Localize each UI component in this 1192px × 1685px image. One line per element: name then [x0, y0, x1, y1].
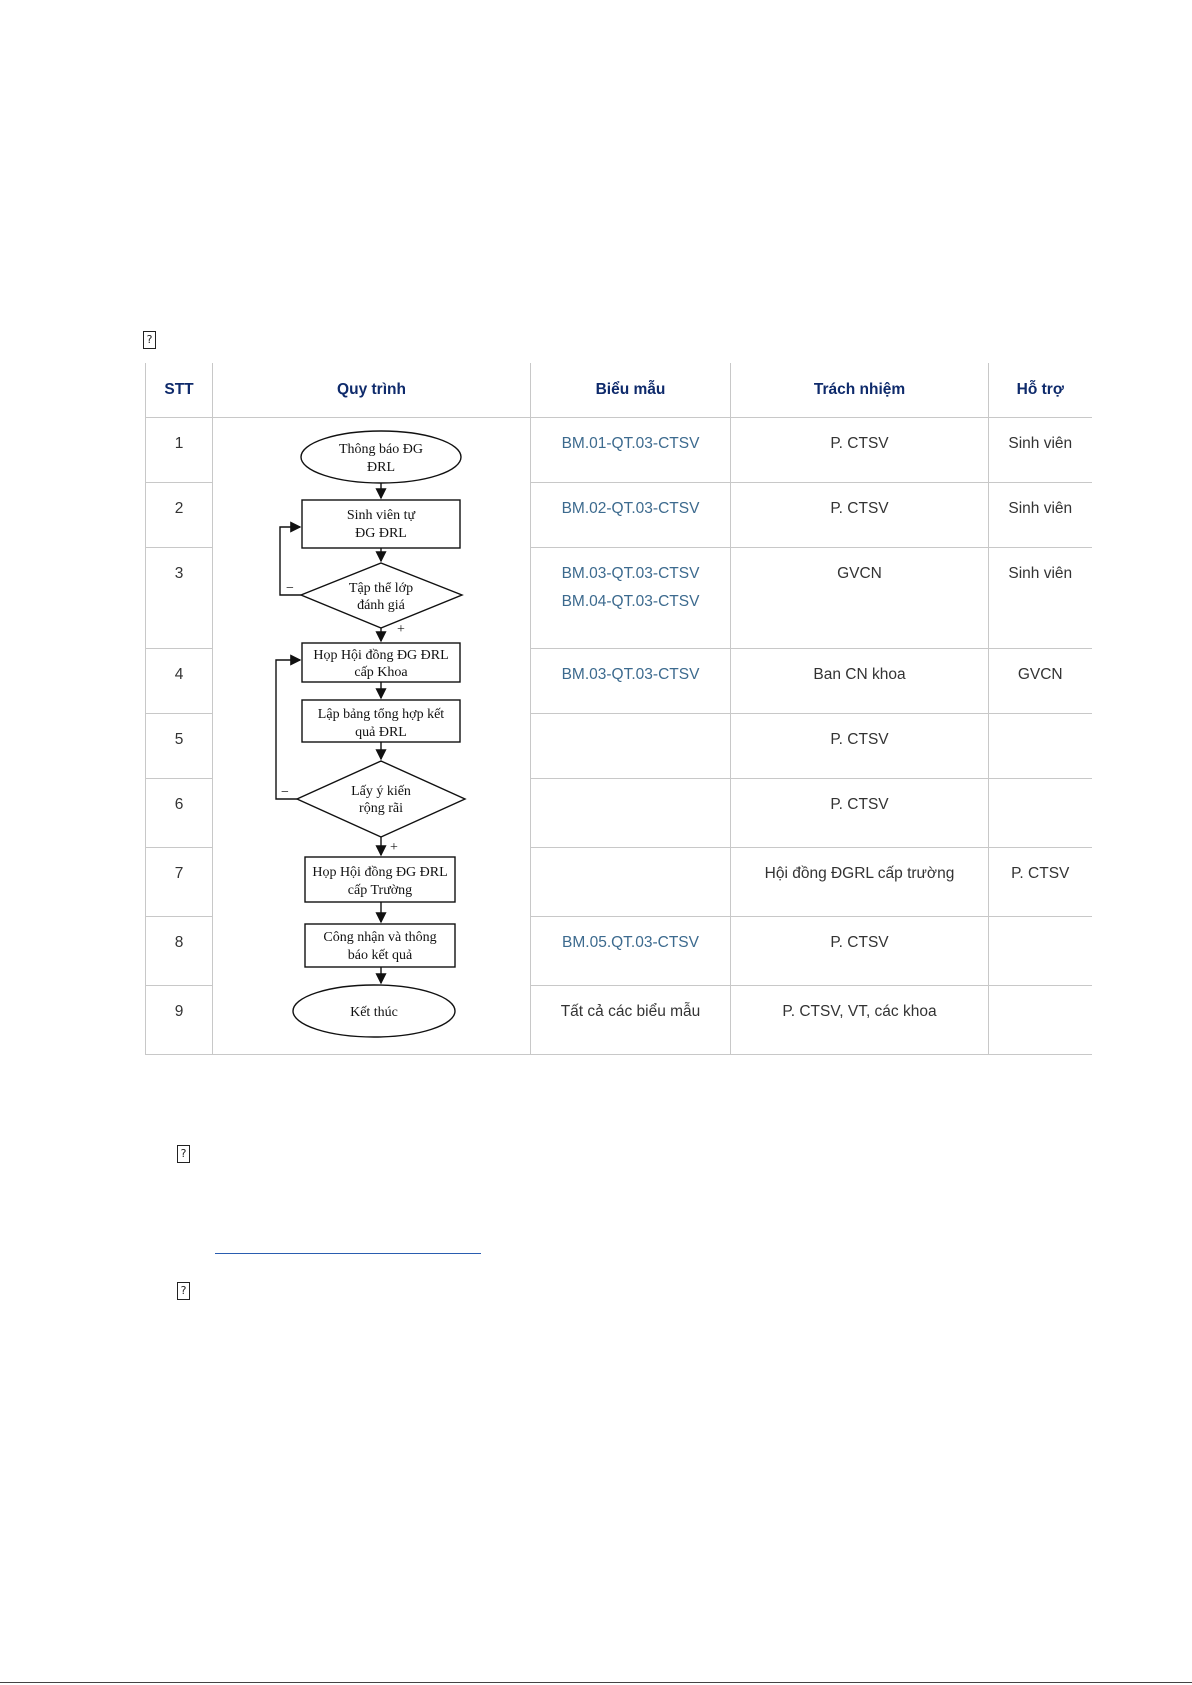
- start-node: [300, 430, 462, 484]
- cell-responsible: P. CTSV: [730, 713, 989, 779]
- cell-support: Sinh viên: [988, 417, 1092, 483]
- table-row: 4 BM.03-QT.03-CTSV Ban CN khoa GVCN: [145, 648, 1092, 714]
- cell-support: [988, 713, 1092, 779]
- cell-stt: 5: [145, 713, 213, 779]
- header-stt: STT: [145, 363, 213, 418]
- form-code: BM.04-QT.03-CTSV: [561, 593, 700, 610]
- svg-text:−: −: [281, 785, 289, 800]
- form-code: BM.01-QT.03-CTSV: [561, 435, 700, 452]
- missing-glyph-icon: ?: [143, 331, 156, 349]
- page-bottom-rule: [0, 1682, 1192, 1683]
- svg-text:quả ĐRL: quả ĐRL: [355, 725, 407, 740]
- flowchart-cell: Thông báo ĐG ĐRL Sinh viên tự ĐG ĐRL Tập…: [212, 417, 531, 1055]
- form-code: BM.03-QT.03-CTSV: [561, 565, 700, 582]
- header-support: Hỗ trợ: [988, 363, 1092, 418]
- table-header-row: STT Quy trình Biểu mẫu Trách nhiệm Hỗ tr…: [145, 363, 1092, 418]
- cell-support: Sinh viên: [988, 547, 1092, 649]
- svg-text:Sinh viên tự: Sinh viên tự: [347, 508, 416, 523]
- cell-forms: BM.01-QT.03-CTSV: [530, 417, 731, 483]
- cell-stt: 8: [145, 916, 213, 986]
- svg-text:đánh giá: đánh giá: [357, 598, 406, 613]
- cell-forms: BM.03-QT.03-CTSV BM.04-QT.03-CTSV: [530, 547, 731, 649]
- svg-text:ĐG ĐRL: ĐG ĐRL: [355, 526, 407, 541]
- cell-forms: [530, 713, 731, 779]
- svg-text:ĐRL: ĐRL: [367, 460, 395, 475]
- table-row: 6 P. CTSV: [145, 778, 1092, 848]
- cell-support: Sinh viên: [988, 482, 1092, 548]
- svg-text:báo kết quả: báo kết quả: [348, 948, 413, 963]
- cell-stt: 9: [145, 985, 213, 1055]
- svg-text:Công nhận và thông: Công nhận và thông: [323, 930, 436, 945]
- form-code: BM.02-QT.03-CTSV: [561, 500, 700, 517]
- svg-text:Tập thể lớp: Tập thể lớp: [349, 581, 413, 596]
- table-row: 8 BM.05.QT.03-CTSV P. CTSV: [145, 916, 1092, 986]
- process-table: STT Quy trình Biểu mẫu Trách nhiệm Hỗ tr…: [145, 363, 1092, 1055]
- cell-stt: 4: [145, 648, 213, 714]
- cell-forms: BM.03-QT.03-CTSV: [530, 648, 731, 714]
- form-code: Tất cả các biểu mẫu: [560, 1003, 701, 1020]
- cell-responsible: P. CTSV: [730, 482, 989, 548]
- svg-text:Họp Hội đồng ĐG ĐRL: Họp Hội đồng ĐG ĐRL: [313, 648, 448, 663]
- header-forms: Biểu mẫu: [530, 363, 731, 418]
- svg-text:+: +: [390, 840, 398, 855]
- step8-node: [304, 923, 456, 968]
- cell-stt: 7: [145, 847, 213, 917]
- link-underline[interactable]: [215, 1253, 481, 1254]
- cell-responsible: P. CTSV, VT, các khoa: [730, 985, 989, 1055]
- table-row: 1: [145, 417, 1092, 1055]
- cell-stt: 2: [145, 482, 213, 548]
- svg-text:Kết thúc: Kết thúc: [350, 1005, 398, 1020]
- cell-support: [988, 778, 1092, 848]
- cell-support: P. CTSV: [988, 847, 1092, 917]
- end-node: [292, 984, 456, 1038]
- svg-text:Thông báo ĐG: Thông báo ĐG: [339, 442, 423, 457]
- missing-glyph-icon: ?: [177, 1282, 190, 1300]
- decision2-node: [295, 760, 467, 838]
- table-row: 2 BM.02-QT.03-CTSV P. CTSV Sinh viên: [145, 482, 1092, 548]
- header-responsible: Trách nhiệm: [730, 363, 989, 418]
- cell-forms: Tất cả các biểu mẫu: [530, 985, 731, 1055]
- table-row: 3 BM.03-QT.03-CTSV BM.04-QT.03-CTSV GVCN…: [145, 547, 1092, 649]
- cell-support: [988, 985, 1092, 1055]
- cell-responsible: P. CTSV: [730, 417, 989, 483]
- table-row: 9 Tất cả các biểu mẫu P. CTSV, VT, các k…: [145, 985, 1092, 1055]
- cell-responsible: Ban CN khoa: [730, 648, 989, 714]
- step7-node: [304, 856, 456, 903]
- header-process: Quy trình: [212, 363, 531, 418]
- svg-text:Lập bảng tổng hợp kết: Lập bảng tổng hợp kết: [318, 707, 444, 722]
- cell-forms: [530, 778, 731, 848]
- missing-glyph-icon: ?: [177, 1145, 190, 1163]
- svg-text:cấp Khoa: cấp Khoa: [354, 665, 408, 680]
- form-code: BM.05.QT.03-CTSV: [562, 934, 699, 951]
- svg-text:Họp Hội đồng ĐG ĐRL: Họp Hội đồng ĐG ĐRL: [312, 865, 447, 880]
- form-code: BM.03-QT.03-CTSV: [561, 666, 700, 683]
- cell-stt: 1: [145, 417, 213, 483]
- process-flowchart: Thông báo ĐG ĐRL Sinh viên tự ĐG ĐRL Tập…: [275, 430, 467, 1038]
- svg-text:rộng rãi: rộng rãi: [359, 801, 403, 816]
- svg-text:−: −: [286, 581, 294, 596]
- table-row: 5 P. CTSV: [145, 713, 1092, 779]
- svg-text:+: +: [397, 622, 405, 637]
- cell-support: [988, 916, 1092, 986]
- cell-responsible: P. CTSV: [730, 778, 989, 848]
- svg-text:cấp Trường: cấp Trường: [348, 883, 412, 898]
- cell-responsible: Hội đồng ĐGRL cấp trường: [730, 847, 989, 917]
- cell-support: GVCN: [988, 648, 1092, 714]
- cell-stt: 3: [145, 547, 213, 649]
- cell-stt: 6: [145, 778, 213, 848]
- cell-forms: BM.02-QT.03-CTSV: [530, 482, 731, 548]
- cell-forms: [530, 847, 731, 917]
- cell-responsible: P. CTSV: [730, 916, 989, 986]
- cell-forms: BM.05.QT.03-CTSV: [530, 916, 731, 986]
- table-row: 7 Hội đồng ĐGRL cấp trường P. CTSV: [145, 847, 1092, 917]
- cell-responsible: GVCN: [730, 547, 989, 649]
- svg-text:Lấy ý kiến: Lấy ý kiến: [351, 784, 411, 799]
